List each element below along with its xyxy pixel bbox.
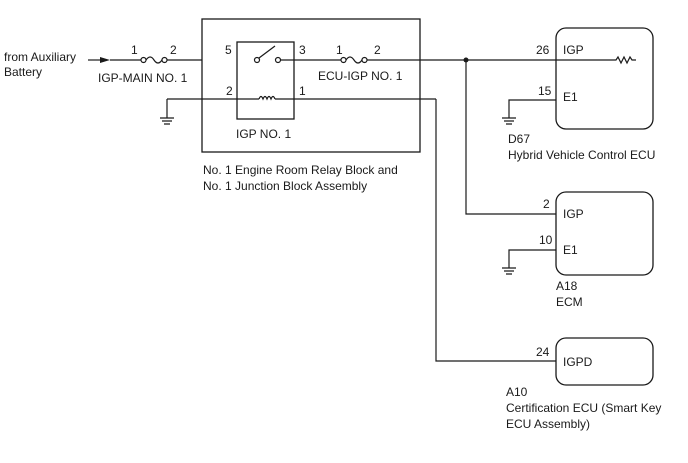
ecu-cert-pin-name: IGPD	[563, 355, 593, 369]
fuse-igp-main-pin-in: 1	[131, 43, 138, 57]
fuse-terminal-icon	[161, 56, 168, 64]
fuse-igp-main: 1 2 IGP-MAIN NO. 1	[98, 43, 188, 85]
fuse-element-icon	[345, 56, 363, 64]
ecu-ecm-pin-e1-num: 10	[539, 233, 553, 247]
ground-icon	[502, 249, 556, 275]
relay-coil-icon	[258, 95, 276, 101]
ecu-hv-box	[555, 27, 654, 130]
fuse-ecu-igp-label: ECU-IGP NO. 1	[318, 69, 403, 83]
ecu-hv-code: D67	[508, 132, 530, 146]
relay-block-caption-line1: No. 1 Engine Room Relay Block and	[203, 163, 398, 177]
fuse-igp-main-pin-out: 2	[170, 43, 177, 57]
ecu-ecm-code: A18	[556, 279, 578, 293]
ecu-hv-pin-igp-name: IGP	[563, 43, 584, 57]
fuse-terminal-icon	[340, 56, 347, 64]
relay-pin-coil-a: 2	[226, 84, 233, 98]
ecu-ecm-pin-igp-num: 2	[543, 197, 550, 211]
ecu-hv-pin-igp-num: 26	[536, 43, 550, 57]
relay-block-frame	[201, 18, 421, 153]
ecu-ecm-box	[555, 191, 654, 276]
ecu-hv-pin-e1-num: 15	[538, 84, 552, 98]
fuse-igp-main-label: IGP-MAIN NO. 1	[98, 71, 188, 85]
ground-icon	[160, 99, 174, 125]
ecu-cert-name-line2: ECU Assembly)	[506, 417, 590, 431]
ecu-cert-box	[555, 337, 654, 386]
ecu-cert-pin-num: 24	[536, 345, 550, 359]
relay-pin-switch-out: 3	[299, 43, 306, 57]
ecu-hv-name: Hybrid Vehicle Control ECU	[508, 148, 655, 162]
ecu-ecm-name: ECM	[556, 295, 583, 309]
relay-block-caption-line2: No. 1 Junction Block Assembly	[203, 179, 367, 193]
fuse-terminal-icon	[361, 56, 368, 64]
ecu-ecm-pin-e1-name: E1	[563, 243, 578, 257]
ecu-cert-code: A10	[506, 385, 528, 399]
relay-pin-switch-in: 5	[225, 43, 232, 57]
ground-icon	[502, 99, 556, 125]
fuse-ecu-igp-pin-in: 1	[336, 43, 343, 57]
fuse-element-icon	[145, 56, 163, 64]
source-label-line1: from Auxiliary	[4, 50, 76, 64]
ecu-ecm-pin-igp-name: IGP	[563, 207, 584, 221]
fuse-ecu-igp-pin-out: 2	[374, 43, 381, 57]
ecu-cert-name-line1: Certification ECU (Smart Key	[506, 401, 661, 415]
wire-to-certification-ecu	[435, 99, 556, 362]
resistor-icon	[556, 55, 636, 65]
ecu-hv-pin-e1-name: E1	[563, 90, 578, 104]
relay-label: IGP NO. 1	[236, 127, 291, 141]
source-arrow-icon	[100, 57, 110, 63]
relay-pin-coil-b: 1	[299, 84, 306, 98]
fuse-ecu-igp: 1 2 ECU-IGP NO. 1	[318, 43, 403, 83]
relay-igp-no1	[236, 41, 295, 120]
source-label-line2: Battery	[4, 65, 42, 79]
wire-to-ecm	[465, 60, 556, 215]
fuse-terminal-icon	[140, 56, 147, 64]
